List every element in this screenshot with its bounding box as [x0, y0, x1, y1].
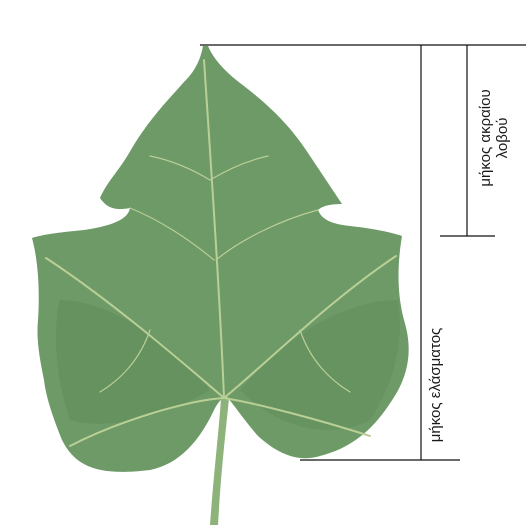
- blade-length-label: μήκος ελάσματος: [427, 328, 444, 443]
- leaf-petiole: [210, 398, 229, 525]
- terminal-lobe-length-label-line2: λοβού: [494, 118, 511, 159]
- terminal-lobe-length-label-line1: μήκος ακραίου: [477, 89, 494, 186]
